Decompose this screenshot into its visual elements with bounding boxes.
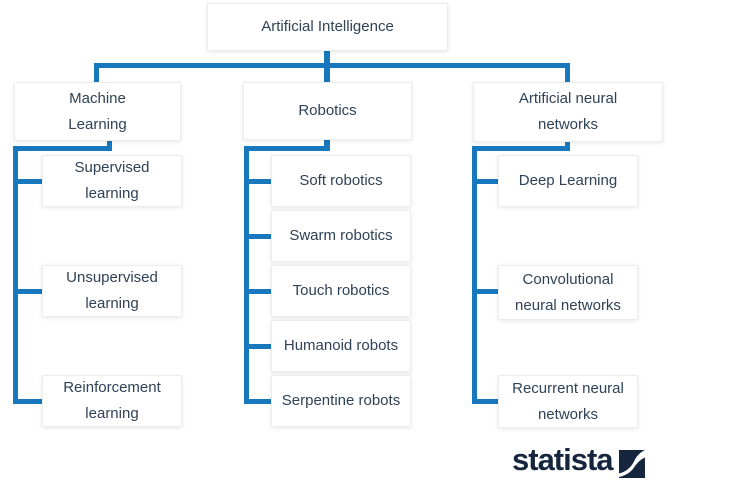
connector-ann-stub-1 [472, 179, 499, 184]
connector-root-drop [324, 51, 330, 82]
node-touch-robotics: Touch robotics [271, 265, 411, 317]
connector-robotics-stub-1 [244, 179, 272, 184]
node-soft-robotics: Soft robotics [271, 155, 411, 207]
statista-wordmark: statista [512, 442, 614, 477]
node-machine-learning: Machine Learning [14, 82, 181, 141]
connector-drop-ml [94, 63, 99, 82]
node-recurrent-neural-networks: Recurrent neural networks [498, 375, 638, 428]
node-serpentine-robots: Serpentine robots [271, 375, 411, 427]
connector-robotics-stub-4 [244, 344, 272, 349]
connector-ml-elbow [13, 146, 112, 151]
connector-ann-stub-3 [472, 399, 499, 404]
connector-robotics-rail [244, 146, 249, 404]
connector-robotics-nub [324, 140, 330, 151]
node-artificial-neural-networks: Artificial neural networks [473, 82, 663, 142]
node-supervised-learning: Supervised learning [42, 155, 182, 207]
node-reinforcement-learning: Reinforcement learning [42, 375, 182, 427]
connector-robotics-stub-5 [244, 399, 272, 404]
node-swarm-robotics: Swarm robotics [271, 210, 411, 262]
node-robotics: Robotics [243, 82, 412, 140]
node-unsupervised-learning: Unsupervised learning [42, 265, 182, 317]
node-deep-learning: Deep Learning [498, 155, 638, 207]
connector-ann-stub-2 [472, 289, 499, 294]
connector-ml-stub-1 [13, 179, 43, 184]
connector-robotics-stub-3 [244, 289, 272, 294]
node-humanoid-robots: Humanoid robots [271, 320, 411, 372]
connector-ml-stub-2 [13, 289, 43, 294]
connector-robotics-stub-2 [244, 234, 272, 239]
connector-ann-rail [472, 146, 477, 404]
connector-robotics-elbow [244, 146, 330, 151]
connector-spine [94, 63, 570, 68]
connector-ml-rail [13, 146, 18, 404]
statista-logo: statista [512, 441, 645, 479]
node-artificial-intelligence: Artificial Intelligence [207, 3, 448, 51]
statista-swoosh-icon [618, 450, 645, 478]
node-convolutional-neural-networks: Convolutional neural networks [498, 265, 638, 320]
connector-ml-stub-3 [13, 399, 43, 404]
connector-ann-elbow [472, 146, 570, 151]
connector-drop-ann [565, 63, 570, 82]
